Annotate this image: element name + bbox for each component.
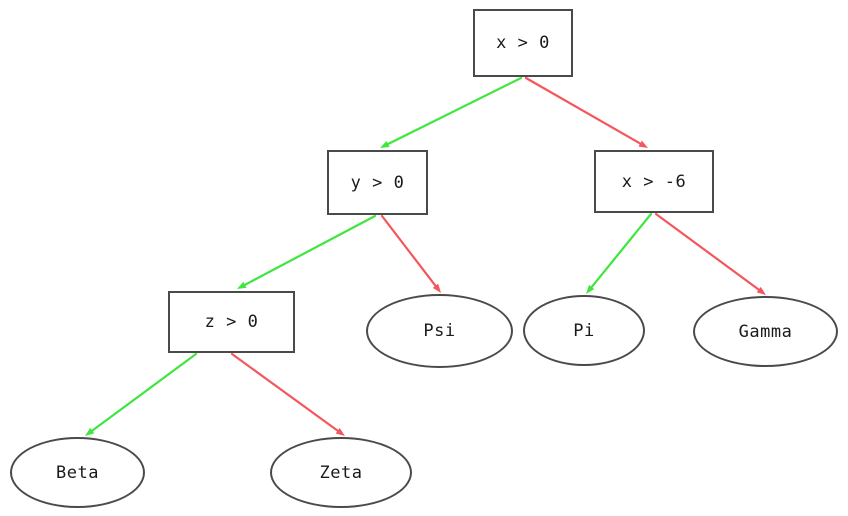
edge-arrowhead-icon [237,281,247,289]
edge-line [243,214,377,286]
edge-y0-z0-true [237,214,377,289]
edge-root-y0-true [380,76,523,148]
edge-line [654,212,760,291]
edge-line [91,352,198,432]
edge-z0-zeta-false [230,352,345,436]
edge-arrowhead-icon [756,286,766,295]
edge-arrowhead-icon [638,140,648,148]
decision-node-z0[interactable]: z > 0 [168,291,295,353]
node-label: Gamma [738,321,793,342]
node-label: Beta [56,462,99,483]
edge-arrowhead-icon [85,427,95,436]
node-label: Zeta [319,462,363,483]
edge-y0-psi-false [380,214,441,293]
edge-xm6-gamma-false [654,212,766,295]
edge-arrowhead-icon [335,427,345,436]
edge-line [590,212,653,289]
edge-line [230,352,339,432]
leaf-node-beta[interactable]: Beta [10,437,145,508]
node-label: y > 0 [350,172,405,193]
decision-node-y0[interactable]: y > 0 [327,150,428,215]
edge-root-xm6-false [524,76,648,148]
leaf-node-psi[interactable]: Psi [366,294,513,368]
decision-node-xm6[interactable]: x > -6 [594,150,714,213]
edge-line [524,76,642,145]
edge-line [386,76,523,146]
edge-arrowhead-icon [380,140,390,148]
edge-xm6-pi-true [586,212,653,294]
node-label: x > 0 [496,33,550,53]
decision-node-root[interactable]: x > 0 [473,9,573,77]
leaf-node-zeta[interactable]: Zeta [270,437,412,508]
node-label: z > 0 [204,312,259,332]
node-label: Psi [423,321,456,341]
edge-line [380,214,437,287]
leaf-node-pi[interactable]: Pi [523,295,645,366]
node-label: Pi [573,320,595,341]
leaf-node-gamma[interactable]: Gamma [693,296,838,367]
node-label: x > -6 [621,171,687,192]
edge-z0-beta-true [85,352,198,436]
edge-arrowhead-icon [586,284,595,294]
edge-arrowhead-icon [432,283,441,293]
